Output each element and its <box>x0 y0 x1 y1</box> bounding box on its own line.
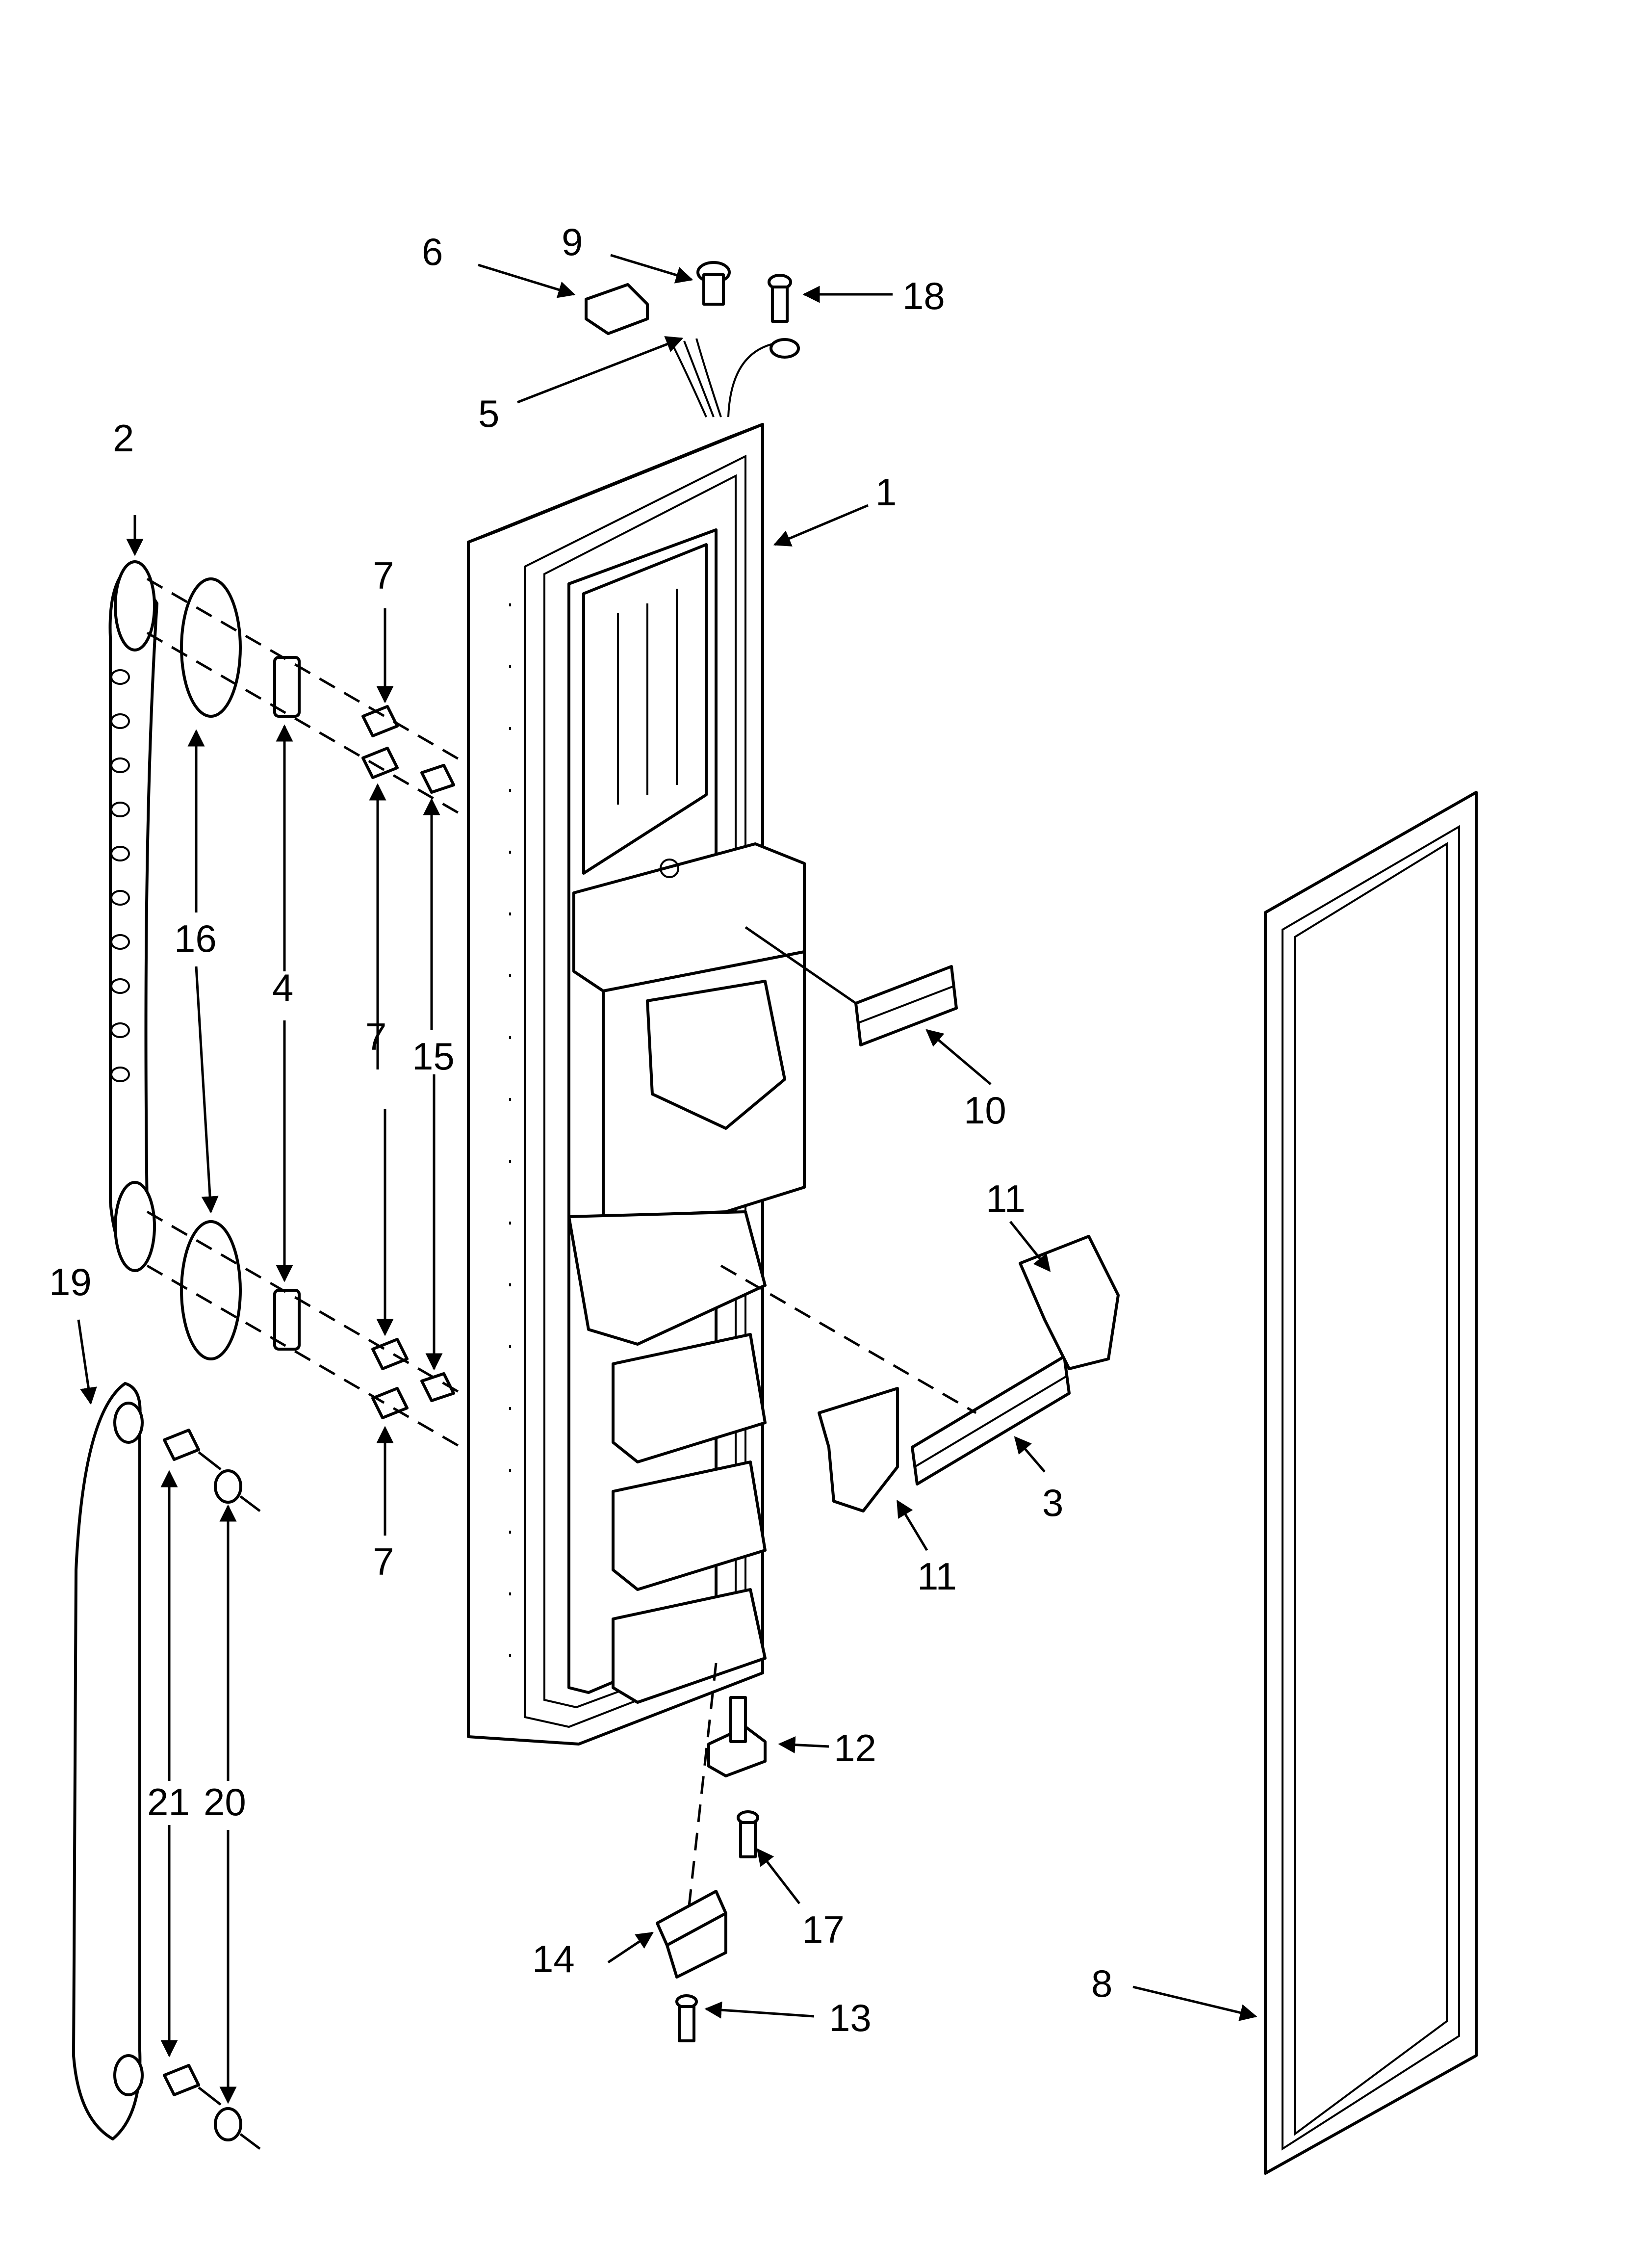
spacer-icon <box>214 1469 242 2141</box>
callout-10: 10 <box>964 1089 1006 1132</box>
callout-17: 17 <box>802 1908 845 1951</box>
callout-21: 21 <box>147 1780 190 1824</box>
screw-icon <box>163 1429 200 2096</box>
handle-bracket-icon <box>273 656 301 1351</box>
callout-12: 12 <box>834 1726 876 1770</box>
callout-2: 2 <box>113 417 134 460</box>
callout-16: 16 <box>174 917 217 960</box>
callout-11-bottom: 11 <box>917 1555 957 1598</box>
handle-icon <box>72 1382 144 2140</box>
callout-13: 13 <box>829 1996 872 2039</box>
callout-7-bottom: 7 <box>373 1540 394 1583</box>
screw-icon <box>768 274 792 323</box>
callout-6: 6 <box>422 230 443 273</box>
handle-end-cap-icon <box>180 577 242 1360</box>
callout-15: 15 <box>412 1035 455 1078</box>
callout-11-top: 11 <box>986 1177 1026 1220</box>
callout-4: 4 <box>272 966 293 1009</box>
door-gasket-icon <box>1264 791 1478 2175</box>
connector-icon <box>585 283 649 335</box>
screw-icon <box>737 1810 759 1858</box>
freezer-door-icon <box>467 423 806 1746</box>
wire-harness-icon <box>671 338 800 417</box>
leader-arrows <box>77 254 1257 2104</box>
callout-8: 8 <box>1091 1962 1112 2005</box>
plug-button-icon <box>696 261 731 306</box>
hinge-pin-icon <box>707 1696 767 1777</box>
shelf-rail-icon <box>854 965 958 1046</box>
callout-labels: 6 9 18 5 1 2 7 16 4 7 15 10 11 19 3 7 11… <box>49 220 1112 2039</box>
callout-7-mid: 7 <box>365 1015 386 1058</box>
callout-3: 3 <box>1042 1481 1063 1524</box>
callout-5: 5 <box>478 392 499 435</box>
callout-18: 18 <box>902 274 945 317</box>
rail-end-cap-icon <box>818 1235 1120 1512</box>
callout-9: 9 <box>562 220 583 263</box>
hinge-plate-icon <box>656 1890 727 1979</box>
shelf-rail-icon <box>911 1355 1071 1486</box>
callout-7-top: 7 <box>373 554 394 597</box>
callout-19: 19 <box>49 1260 92 1303</box>
callout-20: 20 <box>204 1780 246 1824</box>
callout-1: 1 <box>875 470 897 514</box>
handle-icon <box>108 560 158 1272</box>
screw-icon <box>675 1994 698 2042</box>
callout-14: 14 <box>532 1937 575 1981</box>
